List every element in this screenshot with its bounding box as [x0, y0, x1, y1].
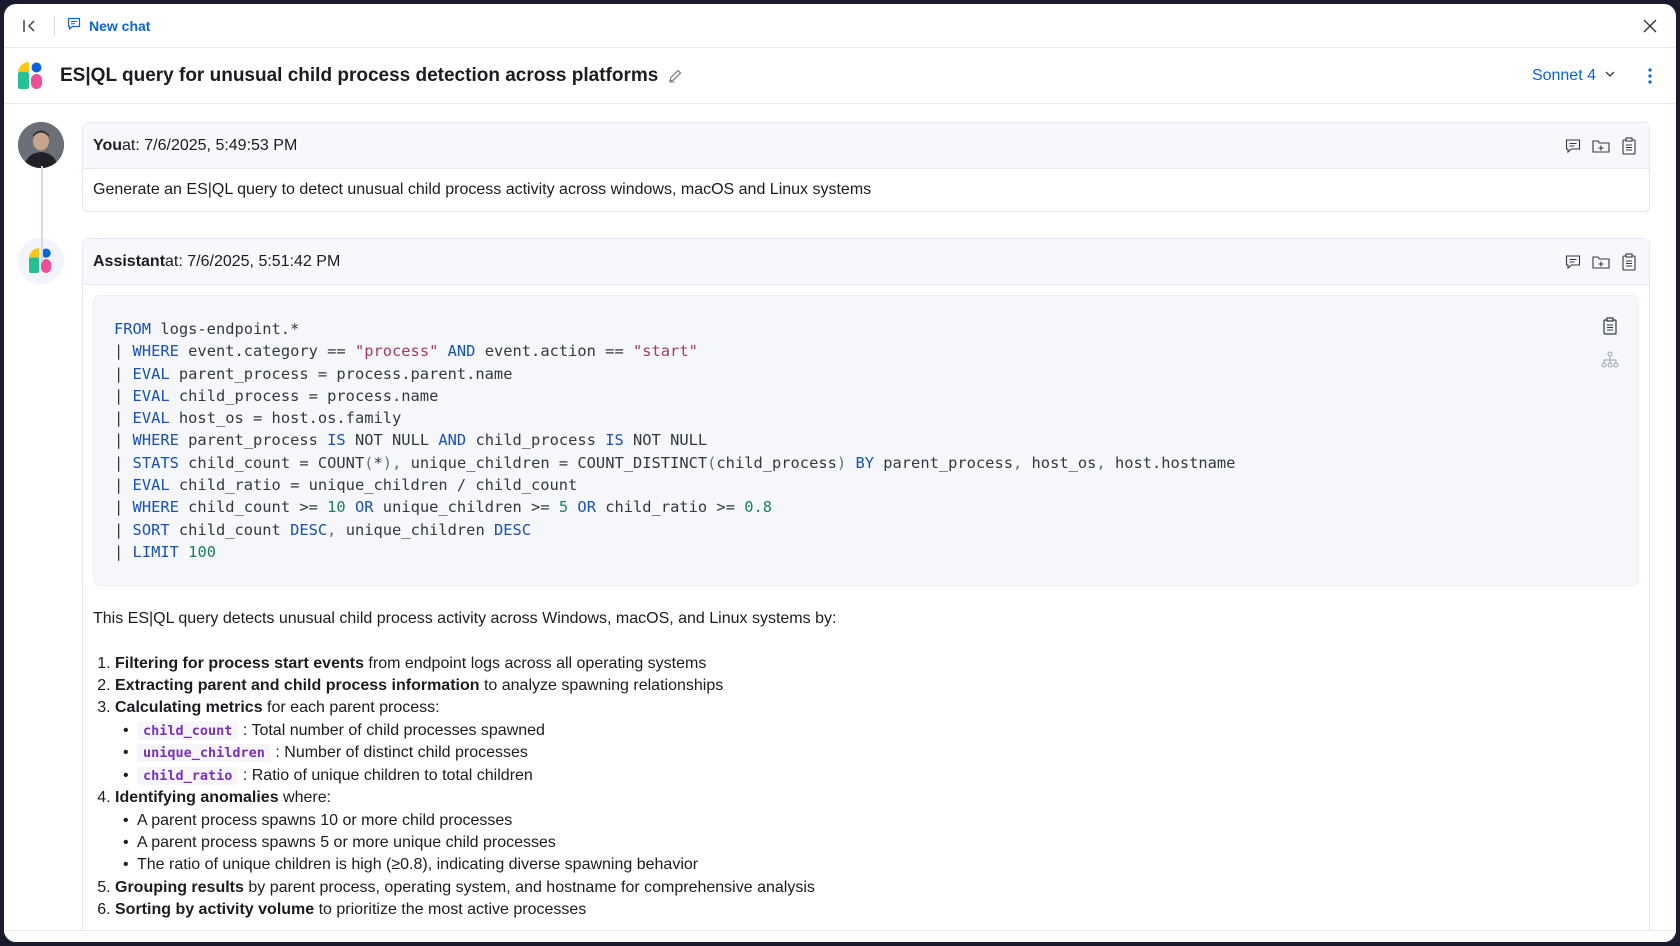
timeline-connector [41, 166, 43, 262]
code-line: | WHERE parent_process IS NOT NULL AND c… [114, 431, 708, 450]
more-options-icon[interactable] [1640, 64, 1660, 88]
inline-code: unique_children [137, 744, 271, 763]
sub-item-text: : Number of distinct child processes [275, 744, 528, 762]
assistant-logo-icon [18, 61, 44, 90]
step-text: to prioritize the most active processes [314, 901, 587, 919]
sub-item-text: : Total number of child processes spawne… [242, 721, 545, 739]
step-title: Identifying anomalies [115, 789, 279, 807]
step-title: Sorting by activity volume [115, 901, 315, 919]
explanation-step: Extracting parent and child process info… [115, 675, 1639, 697]
user-message: You at: 7/6/2025, 5:49:53 PM Generate an… [18, 122, 1650, 212]
new-chat-button[interactable]: New chat [67, 17, 150, 34]
explanation-step: Identifying anomalies where: A parent pro… [115, 787, 1639, 877]
collapse-sidebar-icon[interactable] [18, 14, 42, 38]
step-text: to analyze spawning relationships [479, 677, 724, 695]
bottom-edge [4, 930, 1676, 942]
explanation-intro: This ES|QL query detects unusual child p… [93, 610, 837, 628]
code-block: FROM logs-endpoint.* | WHERE event.catego… [93, 295, 1639, 587]
chat-window: New chat ES|QL query for unusual child p… [4, 4, 1676, 942]
sub-item: A parent process spawns 10 or more child… [123, 810, 1639, 833]
user-avatar [18, 122, 64, 168]
code-line: | EVAL child_ratio = unique_children / c… [114, 476, 578, 495]
assistant-message: Assistant at: 7/6/2025, 5:51:42 PM FROM … [18, 238, 1650, 932]
sub-item-text: : Ratio of unique children to total chil… [242, 766, 533, 784]
step-text: from endpoint logs across all operating … [363, 654, 707, 672]
step-title: Grouping results [115, 878, 244, 896]
top-bar: New chat [4, 4, 1676, 48]
user-message-text: Generate an ES|QL query to detect unusua… [93, 181, 872, 198]
message-timestamp: at: 7/6/2025, 5:49:53 PM [122, 136, 298, 154]
code-block-inner: FROM logs-endpoint.* | WHERE event.catego… [102, 304, 1630, 578]
conversation-title: ES|QL query for unusual child process de… [60, 64, 659, 86]
close-icon[interactable] [1638, 14, 1662, 38]
sub-item: unique_children : Number of distinct chi… [123, 742, 1639, 765]
explanation-step: Calculating metrics for each parent proc… [115, 697, 1639, 787]
message-list: You at: 7/6/2025, 5:49:53 PM Generate an… [4, 104, 1676, 932]
message-actions [1563, 252, 1639, 272]
code-actions [1600, 316, 1620, 370]
pencil-icon[interactable] [668, 67, 686, 85]
sub-item-text: The ratio of unique children is high (≥0… [137, 856, 699, 874]
step-title: Filtering for process start events [115, 654, 364, 672]
sub-item-text: A parent process spawns 5 or more unique… [137, 833, 556, 851]
send-to-timeline-icon[interactable] [1600, 350, 1620, 370]
chevron-down-icon [1604, 67, 1616, 85]
code-line: | EVAL child_process = process.name [114, 386, 439, 405]
step-sublist: child_count : Total number of child proc… [123, 720, 1639, 788]
step-title: Calculating metrics [115, 699, 263, 717]
inline-code: child_count [137, 721, 239, 740]
code-line: | WHERE event.category == "process" AND … [114, 342, 698, 361]
message-author: Assistant [93, 252, 166, 270]
add-note-icon[interactable] [1563, 136, 1583, 156]
sub-item: child_count : Total number of child proc… [123, 720, 1639, 743]
new-chat-label: New chat [89, 17, 151, 34]
explanation-step: Filtering for process start events from … [115, 653, 1639, 675]
user-message-panel: You at: 7/6/2025, 5:49:53 PM Generate an… [82, 122, 1650, 212]
sub-item-text: A parent process spawns 10 or more child… [137, 811, 513, 829]
step-text: where: [278, 789, 332, 807]
explanation-steps: Filtering for process start events from … [115, 653, 1639, 922]
add-to-case-icon[interactable] [1591, 136, 1611, 156]
step-sublist: A parent process spawns 10 or more child… [123, 810, 1639, 878]
copy-to-clipboard-icon[interactable] [1619, 136, 1639, 156]
assistant-message-header: Assistant at: 7/6/2025, 5:51:42 PM [83, 239, 1649, 285]
copy-to-clipboard-icon[interactable] [1619, 252, 1639, 272]
sub-item: The ratio of unique children is high (≥0… [123, 854, 1639, 877]
message-author: You [93, 136, 123, 154]
chat-bubble-icon [67, 17, 81, 34]
model-name: Sonnet 4 [1531, 66, 1596, 84]
model-selector[interactable]: Sonnet 4 [1532, 67, 1616, 85]
code-line: | EVAL host_os = host.os.family [114, 409, 402, 428]
step-title: Extracting parent and child process info… [115, 677, 480, 695]
copy-code-icon[interactable] [1600, 316, 1620, 336]
add-to-case-icon[interactable] [1591, 252, 1611, 272]
code-line: | STATS child_count = COUNT(*), unique_c… [114, 453, 1236, 472]
esql-code: FROM logs-endpoint.* | WHERE event.catego… [114, 318, 1618, 563]
divider [54, 15, 55, 36]
assistant-explanation: This ES|QL query detects unusual child p… [83, 586, 1649, 931]
code-line: | EVAL parent_process = process.parent.n… [114, 364, 513, 383]
sub-item: child_ratio : Ratio of unique children t… [123, 765, 1639, 788]
conversation-header: ES|QL query for unusual child process de… [4, 48, 1676, 104]
assistant-avatar [18, 238, 64, 284]
code-line: | SORT child_count DESC, unique_children… [114, 520, 532, 539]
message-timestamp: at: 7/6/2025, 5:51:42 PM [165, 252, 341, 270]
assistant-message-panel: Assistant at: 7/6/2025, 5:51:42 PM FROM … [82, 238, 1650, 932]
add-note-icon[interactable] [1563, 252, 1583, 272]
step-text: for each parent process: [262, 699, 440, 717]
user-message-header: You at: 7/6/2025, 5:49:53 PM [83, 123, 1649, 169]
message-actions [1563, 136, 1639, 156]
code-line: | LIMIT 100 [114, 542, 216, 561]
explanation-step: Sorting by activity volume to prioritize… [115, 899, 1639, 921]
code-line: | WHERE child_count >= 10 OR unique_chil… [114, 498, 773, 517]
step-text: by parent process, operating system, and… [243, 878, 815, 896]
inline-code: child_ratio [137, 766, 239, 785]
code-line: FROM logs-endpoint.* [114, 320, 300, 338]
sub-item: A parent process spawns 5 or more unique… [123, 832, 1639, 855]
explanation-step: Grouping results by parent process, oper… [115, 877, 1639, 899]
